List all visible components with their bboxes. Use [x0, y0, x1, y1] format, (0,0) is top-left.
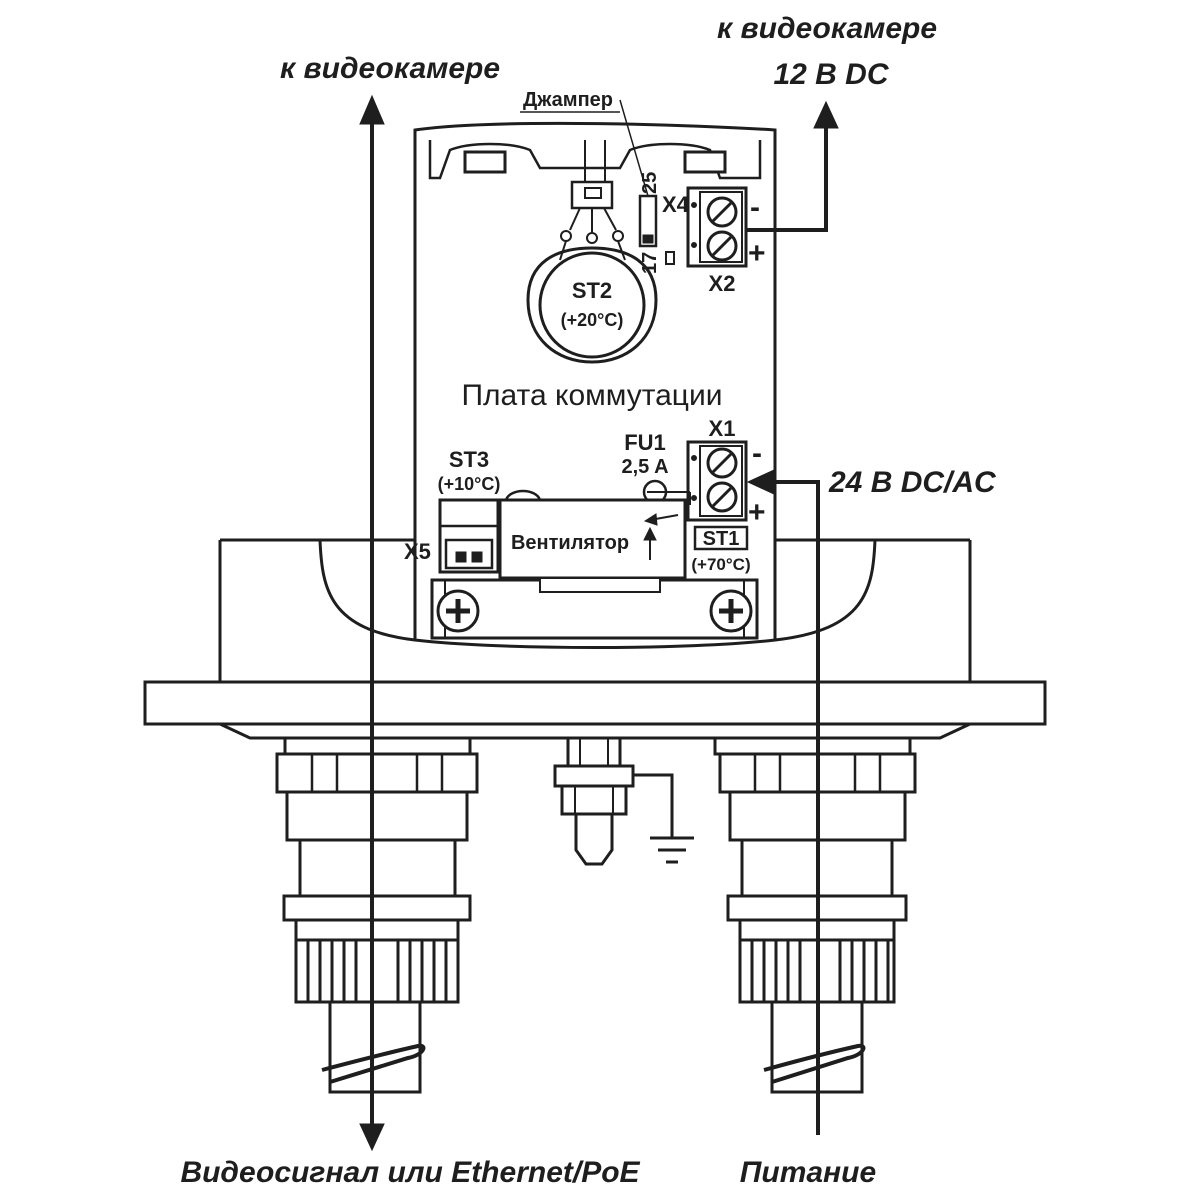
- label-bottom-power: Питание: [740, 1156, 876, 1189]
- label-st3-name: ST3: [449, 447, 489, 472]
- label-to-camera-left: к видеокамере: [280, 52, 500, 85]
- label-x2-plus: +: [748, 237, 766, 270]
- board-slot-left: [463, 150, 507, 174]
- label-x2-minus: -: [750, 191, 760, 224]
- fu1-fuse: [642, 479, 691, 505]
- label-x1-minus: -: [752, 437, 762, 470]
- power-cable: [746, 469, 820, 1135]
- ground-bolt: [553, 736, 694, 866]
- housing-bracket: [143, 538, 1047, 740]
- fan: [498, 489, 687, 580]
- label-fan: Вентилятор: [511, 532, 629, 554]
- terminal-x1: [686, 440, 748, 522]
- video-cable: [359, 94, 385, 1152]
- cable-gland-left: [275, 736, 479, 1094]
- label-board-title: Плата коммутации: [461, 379, 722, 412]
- switching-board: [413, 121, 777, 649]
- board-slot-right: [683, 150, 727, 174]
- terminal-x2: [686, 186, 748, 268]
- label-voltage-12: 12 В DC: [773, 58, 889, 91]
- label-x1-plus: +: [748, 496, 766, 529]
- label-fu1-name: FU1: [624, 430, 666, 455]
- mounting-bar: [430, 577, 759, 640]
- label-bottom-video: Видеосигнал или Ethernet/PoE: [180, 1156, 640, 1189]
- label-x1: X1: [709, 416, 736, 441]
- label-pin-25: 25: [639, 172, 661, 194]
- cable-gland-right: [713, 736, 917, 1094]
- label-jumper: Джампер: [523, 89, 613, 111]
- jumper-x4: [619, 99, 675, 265]
- label-st1-name: ST1: [703, 528, 740, 550]
- arrow-12v: [813, 100, 839, 129]
- label-x2: X2: [709, 271, 736, 296]
- label-to-camera-right: к видеокамере: [717, 12, 937, 45]
- st2-thermostat: [526, 140, 658, 364]
- label-st3-temp: (+10°C): [438, 474, 501, 494]
- label-x4: X4: [662, 192, 690, 217]
- ground-icon: [650, 836, 694, 864]
- st1-box: [693, 525, 749, 551]
- label-st2-name: ST2: [572, 278, 612, 303]
- label-x5: X5: [404, 539, 431, 564]
- label-st2-temp: (+20°C): [561, 310, 624, 330]
- wire-12v: [746, 125, 828, 232]
- label-fu1-rating: 2,5 A: [621, 456, 668, 478]
- label-voltage-24: 24 В DC/AC: [828, 466, 997, 499]
- st3-thermostat: [438, 498, 500, 574]
- label-st1-temp: (+70°C): [691, 555, 750, 574]
- label-pin-17: 17: [639, 252, 661, 274]
